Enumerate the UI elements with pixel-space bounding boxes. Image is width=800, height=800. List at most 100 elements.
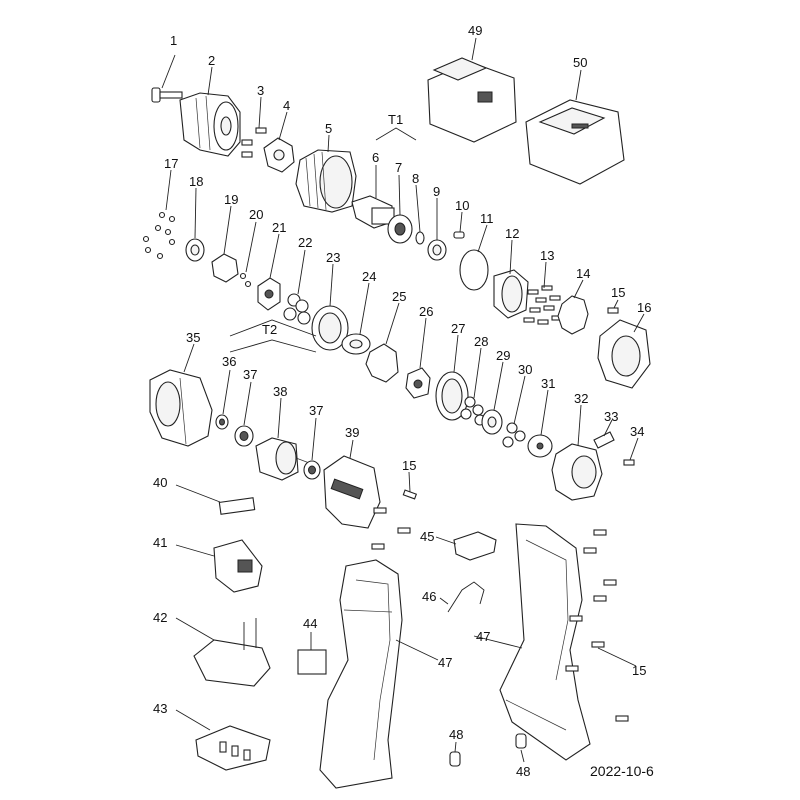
part-41-switch-drawing: [213, 539, 263, 593]
part-36-bearing-drawing: [215, 414, 229, 430]
part-25-plate-drawing: [365, 343, 399, 383]
part-47-housing-right-drawing: [499, 523, 591, 761]
part-label: 50: [573, 55, 587, 70]
part-label: 47: [476, 629, 490, 644]
part-label: 13: [540, 248, 554, 263]
part-label: 20: [249, 207, 263, 222]
part-18-washer-drawing: [185, 238, 205, 262]
part-15-screw-upper-drawing: [607, 307, 619, 314]
part-label: 22: [298, 235, 312, 250]
part-14-seal-drawing: [557, 295, 589, 335]
part-label: 41: [153, 535, 167, 550]
part-22-planet-gears-drawing: [283, 293, 311, 325]
part-28-planet-gears-drawing: [460, 396, 486, 426]
part-label: 2: [208, 53, 215, 68]
part-label: 39: [345, 425, 359, 440]
part-24-washer-drawing: [341, 333, 371, 355]
part-label: 10: [455, 198, 469, 213]
part-label: 18: [189, 174, 203, 189]
part-label: 44: [303, 616, 317, 631]
part-label: 37: [243, 367, 257, 382]
part-label: 27: [451, 321, 465, 336]
part-label: 14: [576, 266, 590, 281]
part-label: 47: [438, 655, 452, 670]
part-label: 36: [222, 354, 236, 369]
part-label: 3: [257, 83, 264, 98]
part-1-screw-drawing: [151, 87, 183, 103]
part-50-charger-drawing: [525, 99, 625, 185]
part-6-spindle-drawing: [351, 195, 395, 229]
part-label: 29: [496, 348, 510, 363]
part-16-housing-drawing: [597, 319, 651, 389]
part-label: 45: [420, 529, 434, 544]
part-7-bearing-drawing: [387, 214, 413, 244]
part-label: 17: [164, 156, 178, 171]
part-label: 37: [309, 403, 323, 418]
part-label: 5: [325, 121, 332, 136]
diagram-date: 2022-10-6: [590, 763, 654, 779]
part-label: 6: [372, 150, 379, 165]
part-33-clip-drawing: [593, 431, 615, 449]
part-label: 48: [516, 764, 530, 779]
part-29-sun-gear-drawing: [481, 409, 503, 435]
part-12-clutch-cage-drawing: [493, 269, 529, 319]
part-label: 33: [604, 409, 618, 424]
part-label: 23: [326, 250, 340, 265]
part-21-carrier-drawing: [257, 277, 281, 311]
part-4-plate-drawing: [263, 137, 295, 173]
part-11-ring-drawing: [459, 249, 489, 291]
part-45-latch-drawing: [453, 531, 497, 561]
part-label: 31: [541, 376, 555, 391]
part-label: 48: [449, 727, 463, 742]
part-9-collar-drawing: [427, 239, 447, 261]
part-label: 12: [505, 226, 519, 241]
part-15-screws-lower-drawing: [565, 529, 629, 722]
part-10-pin-drawing: [453, 231, 465, 239]
part-label: 7: [395, 160, 402, 175]
part-34-screw-drawing: [623, 459, 635, 466]
part-label: 38: [273, 384, 287, 399]
part-label: 26: [419, 304, 433, 319]
leader-lines: [161, 37, 645, 763]
part-label: 11: [480, 211, 494, 226]
part-44-label-drawing: [297, 649, 327, 675]
part-label: 35: [186, 330, 200, 345]
part-label: 15: [611, 285, 625, 300]
part-32-housing-ring-drawing: [551, 443, 603, 501]
part-8-circlip-drawing: [415, 231, 425, 245]
part-47-housing-left-drawing: [319, 559, 403, 789]
part-label: 34: [630, 424, 644, 439]
part-labels: 1 2 3 4 5 T1 6 7 8 9 10 11 12 13 14 15 1…: [153, 23, 651, 779]
part-37-bearing-right-drawing: [303, 460, 321, 480]
part-label: 1: [170, 33, 177, 48]
part-27-ring-gear-drawing: [435, 371, 469, 421]
part-42-controller-drawing: [193, 618, 271, 687]
part-label: T2: [262, 322, 277, 337]
part-30-gears-drawing: [502, 422, 526, 448]
part-5-ring-gear-drawing: [295, 149, 357, 213]
part-label: 46: [422, 589, 436, 604]
part-13-springs-drawing: [523, 285, 563, 325]
part-label: 40: [153, 475, 167, 490]
part-label: 15: [632, 663, 646, 678]
part-35-motor-housing-drawing: [149, 369, 213, 447]
part-31-plate-drawing: [527, 434, 553, 458]
part-label: 28: [474, 334, 488, 349]
part-label: 19: [224, 192, 238, 207]
part-label: 30: [518, 362, 532, 377]
part-label: 42: [153, 610, 167, 625]
part-43-terminal-drawing: [195, 725, 271, 771]
part-label: 43: [153, 701, 167, 716]
part-38-rotor-drawing: [255, 437, 313, 481]
part-3-screws-drawing: [241, 127, 267, 158]
part-2-chuck-drawing: [179, 92, 241, 157]
part-17-balls-drawing: [142, 211, 176, 260]
part-label: 32: [574, 391, 588, 406]
part-37-bearing-left-drawing: [234, 425, 254, 447]
part-19-lock-plate-drawing: [211, 253, 239, 283]
part-20-balls-drawing: [239, 272, 252, 288]
part-49-battery-drawing: [427, 57, 517, 143]
part-label: 24: [362, 269, 376, 284]
part-26-carrier-drawing: [405, 367, 431, 399]
part-label: 25: [392, 289, 406, 304]
